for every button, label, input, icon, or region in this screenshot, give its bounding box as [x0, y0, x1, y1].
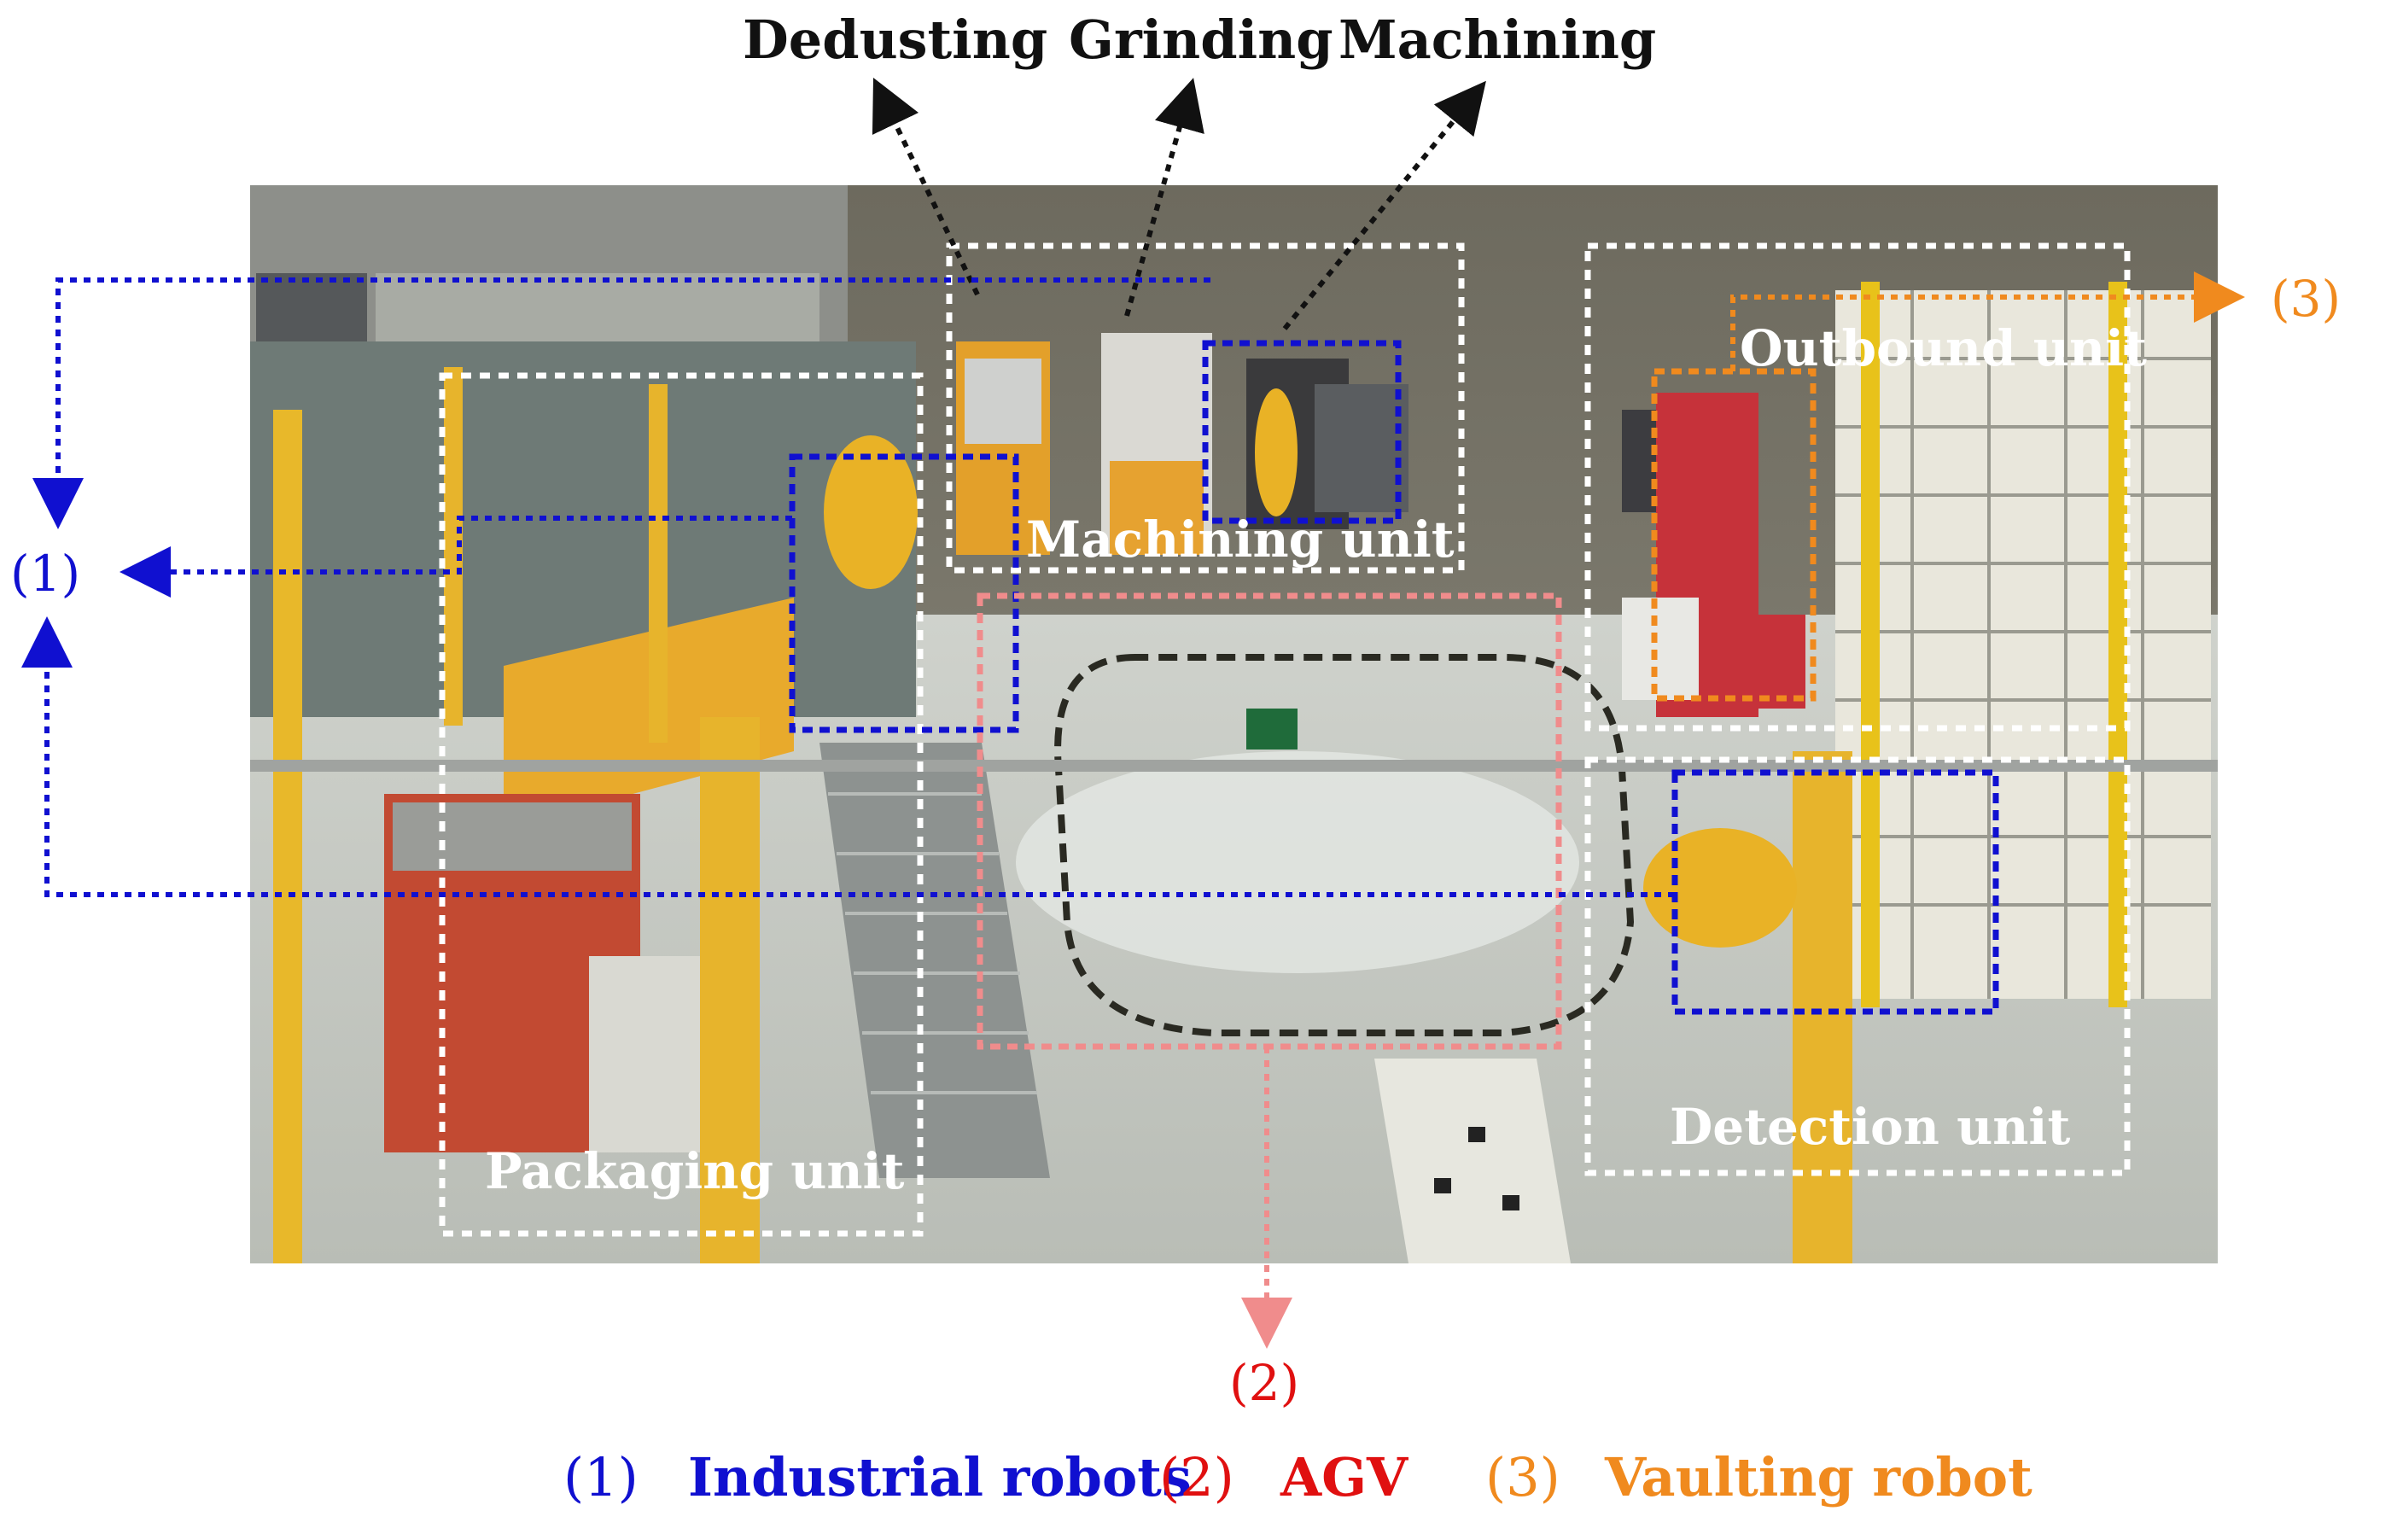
label-detection-unit: Detection unit [1670, 1098, 2070, 1156]
grinding-arrow [1124, 78, 1204, 317]
label-outbound-unit: Outbound unit [1740, 319, 2147, 377]
robot-link-middle [120, 516, 792, 598]
packaging-unit-box [439, 372, 924, 1237]
legend-3-text: Vaulting robot [1604, 1446, 2032, 1508]
callout-3: (3) [2271, 270, 2341, 328]
callout-2: (2) [1229, 1354, 1299, 1412]
legend-3-number: (3) [1485, 1446, 1560, 1508]
workshop-photo [250, 185, 2218, 1263]
detection-unit-box [1584, 756, 2131, 1176]
legend-2-text: AGV [1280, 1446, 1408, 1508]
legend-1-text: Industrial robots [688, 1446, 1192, 1508]
vaulting-robot-box [1651, 368, 1817, 702]
robot-box-machining [1202, 340, 1402, 524]
callout-1: (1) [10, 545, 80, 603]
vaulting-link [1730, 271, 2245, 371]
label-grinding: Grinding [1069, 9, 1333, 71]
label-dedusting: Dedusting [743, 9, 1047, 71]
label-machining: Machining [1338, 9, 1656, 71]
machining-unit-box [946, 242, 1465, 574]
legend-2-number: (2) [1159, 1446, 1234, 1508]
label-machining-unit: Machining unit [1026, 510, 1455, 569]
legend: (1) Industrial robots (2) AGV (3) Vaulti… [563, 1446, 2032, 1508]
robot-link-bottom [20, 616, 1675, 897]
robot-link-top [32, 277, 1210, 529]
label-packaging-unit: Packaging unit [485, 1142, 905, 1200]
dedusting-arrow [872, 77, 980, 296]
outbound-unit-box [1584, 242, 2131, 732]
legend-1-number: (1) [563, 1446, 639, 1508]
